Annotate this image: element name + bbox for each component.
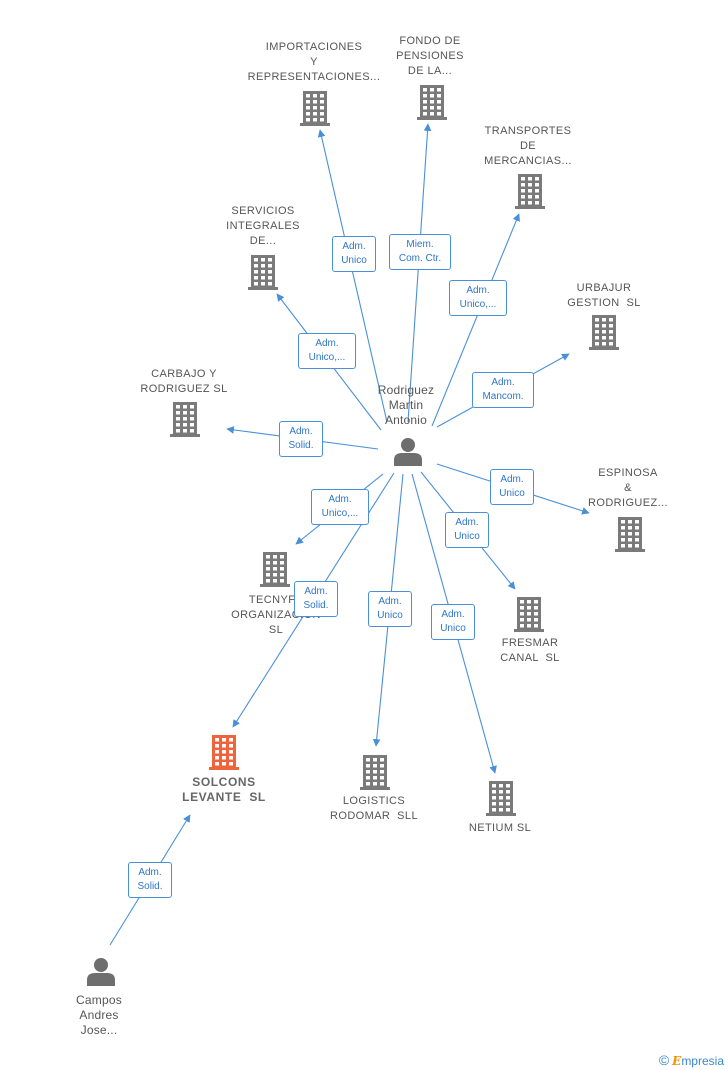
company-label-carbajo[interactable]: CARBAJO Y RODRIGUEZ SL <box>140 368 228 395</box>
relation-badge-espinosa: Adm. Unico <box>490 469 534 505</box>
company-label-fresmar[interactable]: FRESMAR CANAL SL <box>500 637 560 664</box>
company-label-urbajur[interactable]: URBAJUR GESTION SL <box>567 282 641 309</box>
building-icon[interactable] <box>589 315 619 350</box>
company-label-espinosa[interactable]: ESPINOSA & RODRIGUEZ... <box>588 467 668 509</box>
relation-badge-secondary-person: Adm. Solid. <box>128 862 172 898</box>
company-label-servicios[interactable]: SERVICIOS INTEGRALES DE... <box>226 205 300 247</box>
empresia-wordmark: mpresia <box>681 1054 724 1068</box>
relation-badge-logistics: Adm. Unico <box>368 591 412 627</box>
empresia-e-glyph: E <box>672 1054 682 1068</box>
empresia-logo[interactable]: ©Empresia <box>659 1052 724 1068</box>
relation-badge-tecnyfe: Adm. Unico,... <box>311 489 369 525</box>
company-label-importaciones[interactable]: IMPORTACIONES Y REPRESENTACIONES... <box>247 41 381 83</box>
relation-badge-netium: Adm. Unico <box>431 604 475 640</box>
building-icon[interactable] <box>248 255 278 290</box>
company-label-transportes[interactable]: TRANSPORTES DE MERCANCIAS... <box>484 125 572 167</box>
relation-badge-solcons: Adm. Solid. <box>294 581 338 617</box>
relation-badge-carbajo: Adm. Solid. <box>279 421 323 457</box>
building-icon[interactable] <box>260 552 290 587</box>
company-label-solcons[interactable]: SOLCONS LEVANTE SL <box>182 775 266 804</box>
company-label-fondo[interactable]: FONDO DE PENSIONES DE LA... <box>396 35 464 77</box>
relation-badge-fondo: Miem. Com. Ctr. <box>389 234 451 270</box>
building-icon[interactable] <box>515 174 545 209</box>
building-icon[interactable] <box>360 755 390 790</box>
building-icon[interactable] <box>615 517 645 552</box>
building-icon[interactable] <box>300 91 330 126</box>
relation-badge-importaciones: Adm. Unico <box>332 236 376 272</box>
relation-badge-fresmar: Adm. Unico <box>445 512 489 548</box>
edge-importaciones <box>317 129 388 423</box>
center-person-icon[interactable] <box>394 438 422 466</box>
relation-badge-servicios: Adm. Unico,... <box>298 333 356 369</box>
building-icon[interactable] <box>486 781 516 816</box>
relation-badge-urbajur: Adm. Mancom. <box>472 372 534 408</box>
secondary-person-icon[interactable] <box>87 958 115 986</box>
company-label-netium[interactable]: NETIUM SL <box>468 822 532 834</box>
edge-fondo <box>407 123 432 423</box>
relation-badge-transportes: Adm. Unico,... <box>449 280 507 316</box>
building-icon[interactable] <box>170 402 200 437</box>
copyright-icon: © <box>658 1052 670 1068</box>
building-icon[interactable] <box>514 597 544 632</box>
focus-company-building-icon[interactable] <box>209 735 239 770</box>
secondary-person-label[interactable]: Campos Andres Jose... <box>76 993 122 1037</box>
edge-transportes <box>431 213 520 427</box>
building-icon[interactable] <box>417 85 447 120</box>
center-person-label[interactable]: Rodriguez Martin Antonio <box>377 383 435 427</box>
company-label-logistics[interactable]: LOGISTICS RODOMAR SLL <box>330 795 418 822</box>
